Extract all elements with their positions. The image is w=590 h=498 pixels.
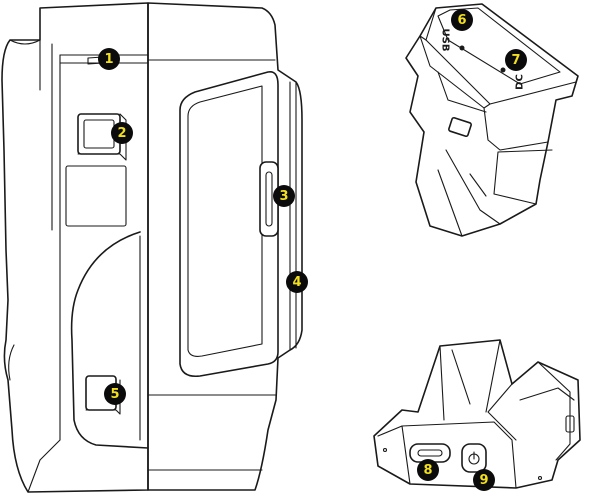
callout-badge-9 (473, 469, 495, 491)
usb-indicator-dot (459, 45, 465, 51)
callout-4: 4 (286, 271, 308, 293)
callout-badge-3 (273, 185, 295, 207)
callout-9: 9 (473, 469, 495, 491)
top-view-body (405, 3, 579, 237)
device-back-body (1, 2, 149, 493)
callout-number-3: 3 (279, 189, 288, 204)
callout-badge-4 (286, 271, 308, 293)
bottom-view-body (373, 339, 581, 489)
callout-number-2: 2 (117, 126, 126, 141)
main-device-side-view (1, 2, 303, 493)
callout-number-5: 5 (110, 387, 119, 402)
callout-2: 2 (111, 122, 133, 144)
callout-badges: 1 2 3 4 5 6 7 8 9 (98, 9, 527, 491)
callout-number-9: 9 (479, 473, 488, 488)
callout-badge-7 (505, 49, 527, 71)
callout-7: 7 (505, 49, 527, 71)
grip-outline (70, 231, 149, 449)
power-icon (468, 451, 480, 465)
bottom-view (373, 339, 581, 489)
callout-badge-8 (417, 459, 439, 481)
callout-badge-6 (451, 9, 473, 31)
label-plate (65, 165, 127, 227)
callout-badge-2 (111, 122, 133, 144)
callout-6: 6 (451, 9, 473, 31)
callout-badge-1 (98, 48, 120, 70)
callout-number-6: 6 (457, 13, 466, 28)
callout-8: 8 (417, 459, 439, 481)
callout-number-8: 8 (423, 463, 432, 478)
device-front-body (147, 2, 303, 491)
callout-number-4: 4 (292, 275, 301, 290)
usb-a-port (448, 116, 472, 138)
callout-number-7: 7 (511, 53, 520, 68)
dc-indicator-dot (500, 67, 506, 73)
side-panel (179, 70, 279, 378)
usb-port-label: USB (440, 29, 451, 52)
dc-port-label: DC (515, 74, 526, 90)
callout-1: 1 (98, 48, 120, 70)
callout-badge-5 (104, 383, 126, 405)
callout-5: 5 (104, 383, 126, 405)
callout-number-1: 1 (104, 52, 113, 67)
callout-3: 3 (273, 185, 295, 207)
top-view: USB DC (405, 3, 579, 237)
